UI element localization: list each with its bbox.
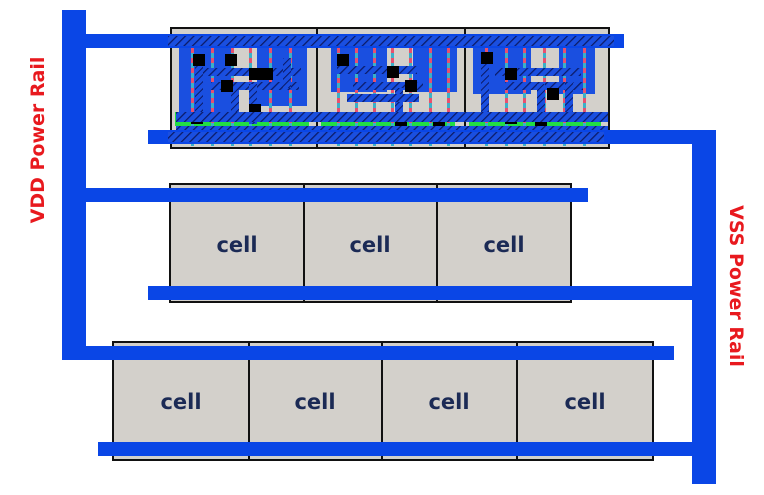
vss-branch bbox=[98, 442, 716, 456]
cell-label: cell bbox=[428, 390, 469, 414]
vdd-branch bbox=[62, 188, 588, 202]
cell-box bbox=[248, 341, 383, 461]
cell-label: cell bbox=[160, 390, 201, 414]
vdd-rail-label: VDD Power Rail bbox=[27, 57, 49, 224]
cell-row-2: cell cell cell bbox=[169, 183, 572, 303]
vss-spine bbox=[692, 130, 716, 484]
cell-label: cell bbox=[483, 233, 524, 257]
vss-rail-label: VSS Power Rail bbox=[725, 205, 747, 367]
cell-box bbox=[303, 183, 438, 303]
cell-box bbox=[381, 341, 518, 461]
cell-row-3: cell cell cell cell bbox=[112, 341, 654, 461]
cell-box bbox=[112, 341, 250, 461]
vdd-branch bbox=[62, 346, 674, 360]
cell-box bbox=[169, 183, 305, 303]
metal-rail bbox=[176, 112, 608, 122]
metal-rail bbox=[168, 36, 614, 46]
cell-box bbox=[516, 341, 654, 461]
cell-label: cell bbox=[216, 233, 257, 257]
metal-rail bbox=[168, 132, 604, 142]
vdd-spine bbox=[62, 10, 86, 360]
vss-branch bbox=[148, 286, 716, 300]
cell-label: cell bbox=[294, 390, 335, 414]
cell-label: cell bbox=[564, 390, 605, 414]
cell-label: cell bbox=[349, 233, 390, 257]
cell-box bbox=[436, 183, 572, 303]
